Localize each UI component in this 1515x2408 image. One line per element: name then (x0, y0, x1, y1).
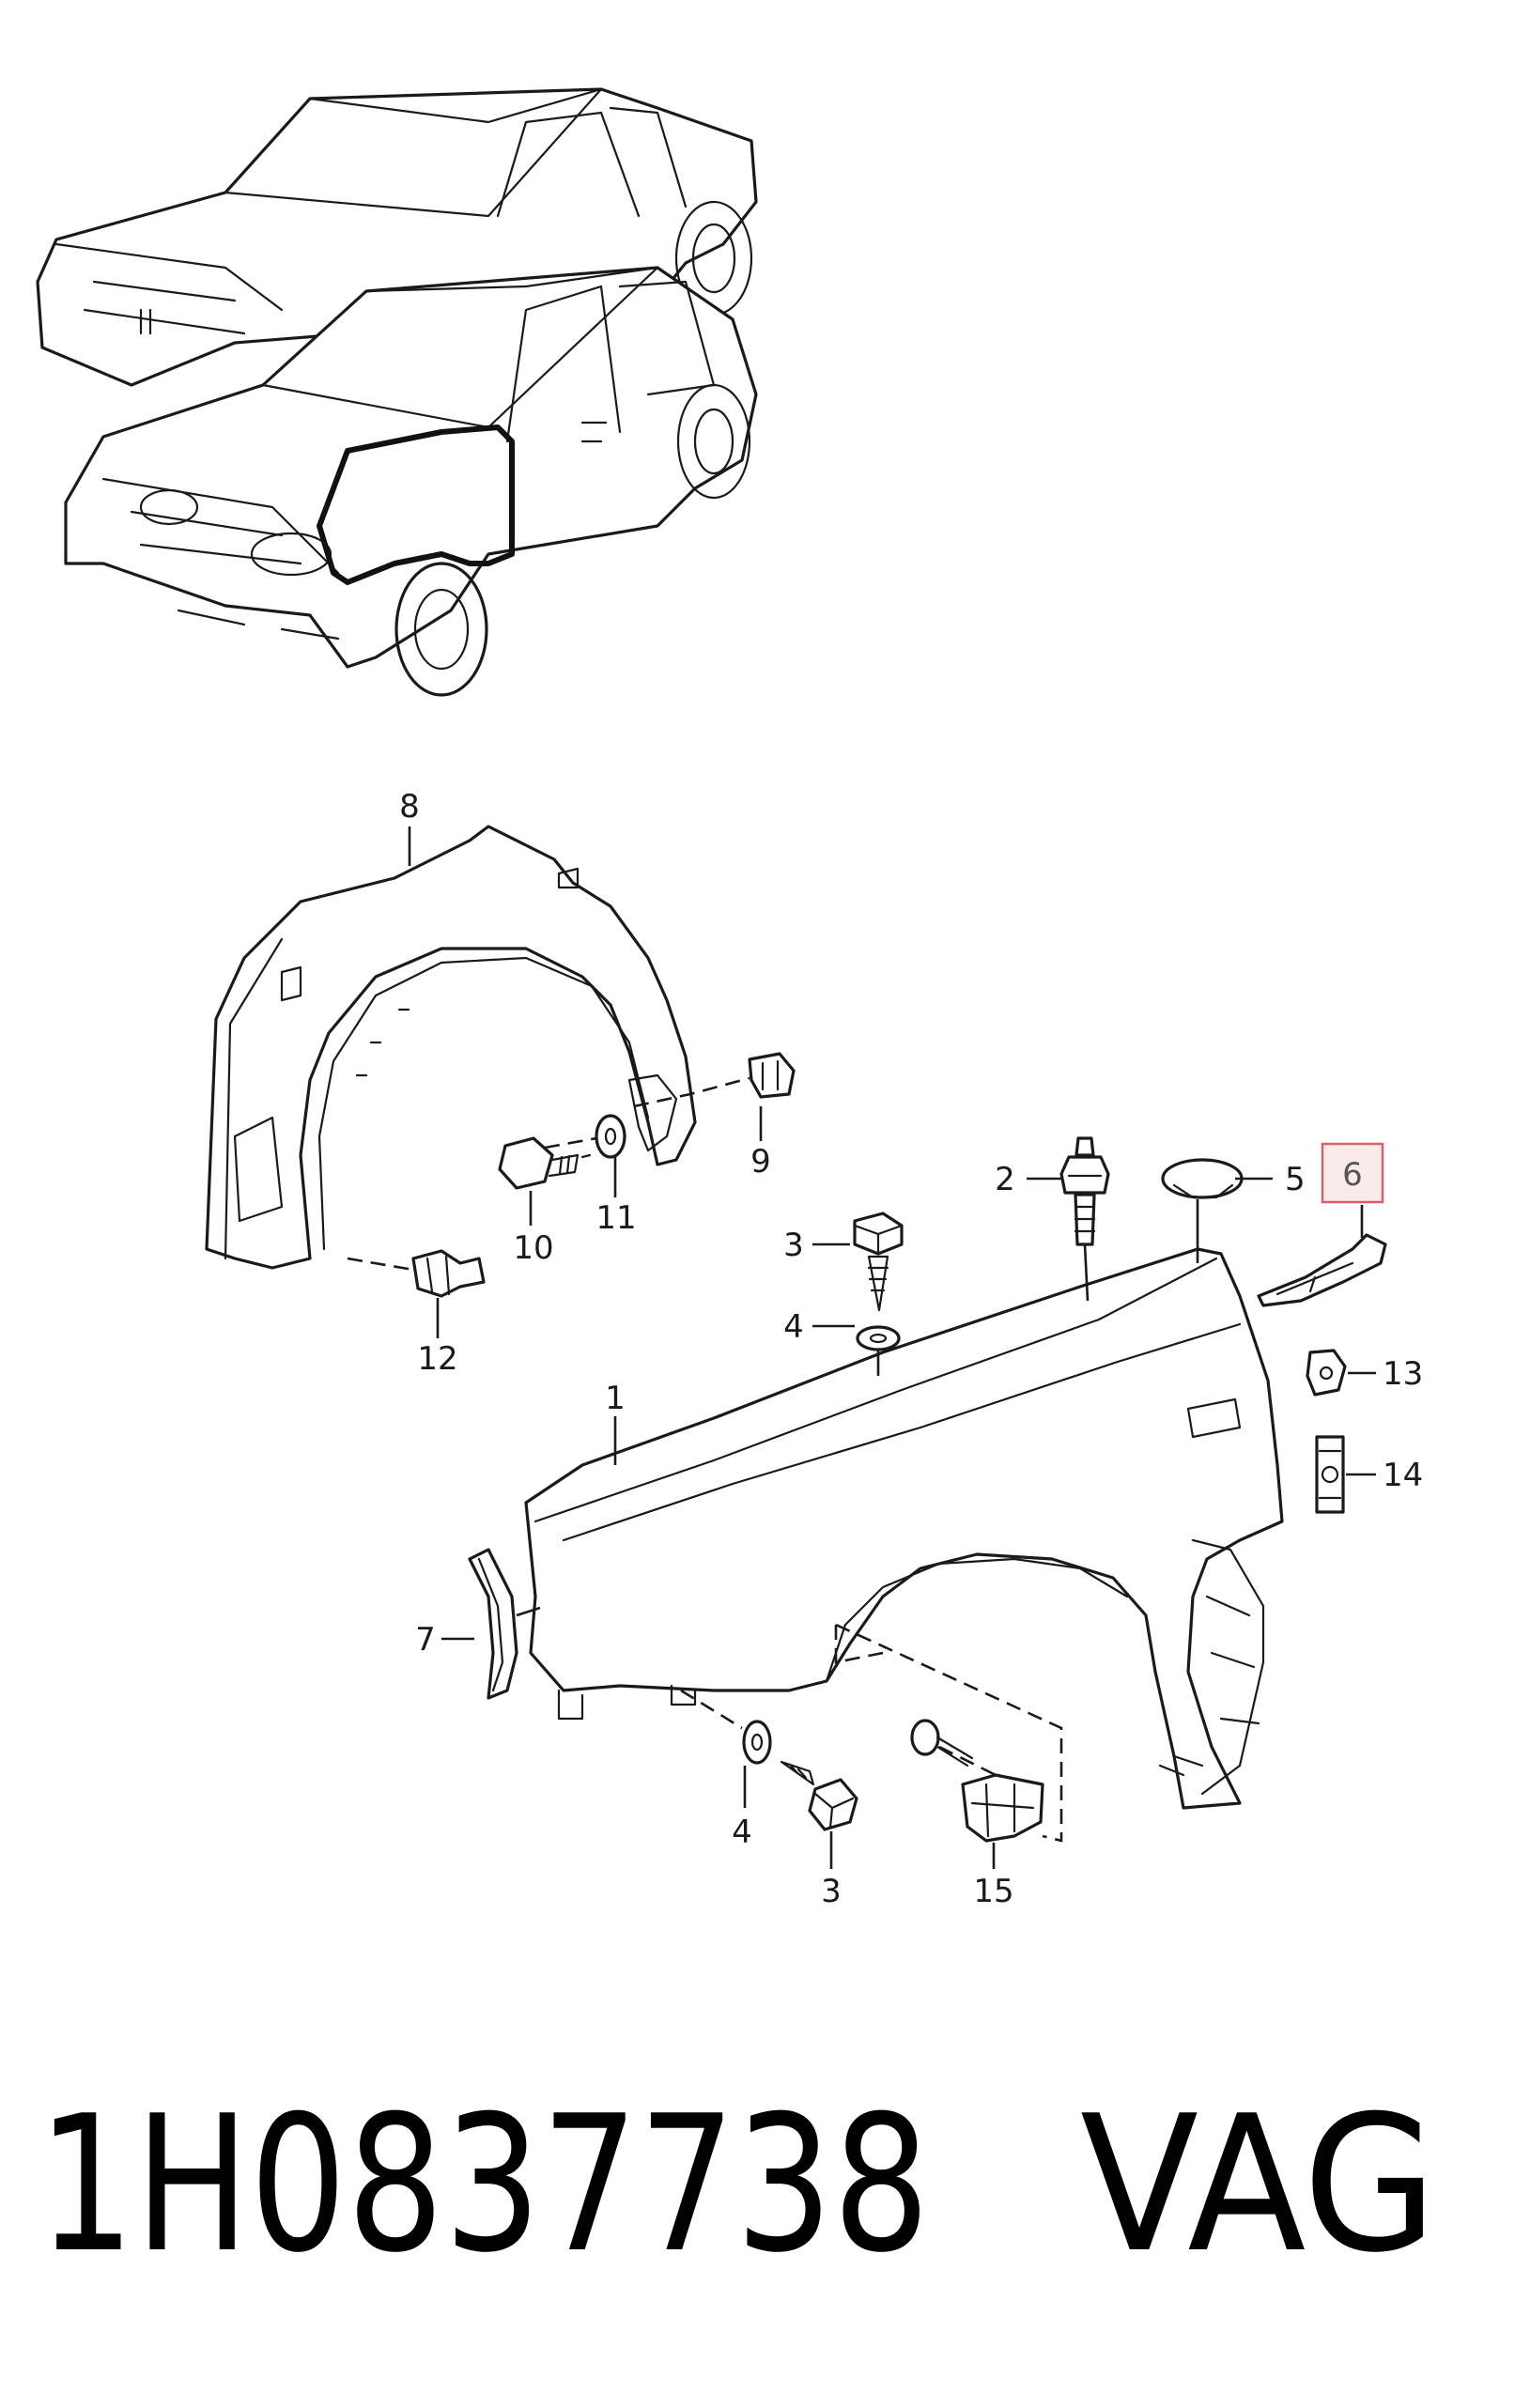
callout-3-top: 3 (783, 1227, 804, 1264)
hatchback-illustration (64, 266, 758, 697)
washer-4-top (856, 1325, 901, 1351)
callout-labels: 8 9 10 11 12 2 5 6 3 4 1 13 14 7 4 3 15 (399, 788, 1423, 1910)
sedan-illustration (36, 87, 758, 387)
fender (524, 1247, 1284, 1810)
leader-lines (408, 826, 1376, 1869)
cap-5 (1161, 1158, 1244, 1199)
plate-nut-14 (1315, 1435, 1345, 1514)
callout-9: 9 (750, 1143, 771, 1181)
part-number: 1H0837738 (38, 2076, 930, 2294)
callout-7: 7 (415, 1621, 436, 1659)
trim-strip-7 (468, 1548, 518, 1700)
nut-clip-13 (1306, 1349, 1347, 1397)
callout-2: 2 (995, 1161, 1015, 1198)
washer-4-bottom (742, 1720, 772, 1765)
callout-4-top: 4 (783, 1308, 804, 1346)
callout-14: 14 (1383, 1457, 1423, 1494)
bolt-3-bottom (780, 1760, 858, 1831)
wheel-arch-liner (205, 825, 697, 1270)
bolt-3-top (853, 1212, 904, 1312)
callout-6: 6 (1342, 1156, 1363, 1194)
highlight-box-6 (1321, 1142, 1384, 1204)
clip-9 (748, 1052, 796, 1099)
bracket-6 (1257, 1233, 1387, 1307)
expansion-clip-12 (411, 1249, 486, 1298)
callout-12: 12 (417, 1340, 457, 1378)
callout-5: 5 (1285, 1161, 1306, 1198)
callout-4-bottom: 4 (732, 1814, 752, 1851)
callout-10: 10 (513, 1229, 553, 1267)
callout-15: 15 (973, 1873, 1013, 1910)
stud-2 (1059, 1136, 1110, 1246)
callout-13: 13 (1383, 1355, 1423, 1393)
callout-1: 1 (605, 1380, 626, 1417)
washer-11 (595, 1114, 626, 1159)
bolt-10 (498, 1136, 580, 1190)
callout-3-bottom: 3 (821, 1873, 842, 1910)
callout-11: 11 (595, 1199, 636, 1237)
brand-name: VAG (1080, 2076, 1437, 2294)
bracket-15 (910, 1719, 1044, 1843)
callout-8: 8 (399, 788, 420, 826)
